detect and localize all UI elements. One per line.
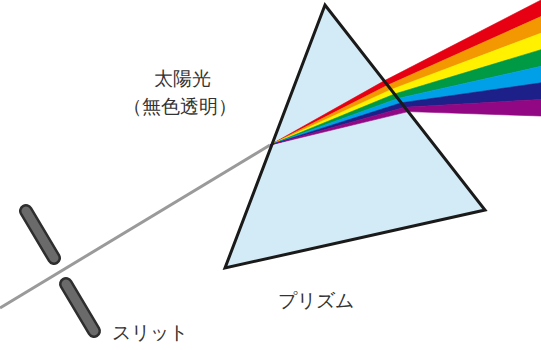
prism-outline bbox=[225, 5, 485, 268]
spectrum-band bbox=[405, 99, 541, 116]
light-note: （無色透明） bbox=[123, 95, 237, 118]
spectrum-band bbox=[270, 107, 408, 145]
slit-bar bbox=[26, 211, 54, 258]
spectrum bbox=[270, 0, 541, 145]
prism-label: プリズム bbox=[278, 289, 354, 312]
prism-body bbox=[225, 5, 485, 268]
slit-bar bbox=[66, 284, 94, 331]
spectrum-band bbox=[270, 103, 405, 145]
slit bbox=[26, 211, 94, 331]
slit-bar bbox=[66, 284, 94, 331]
spectrum-band bbox=[270, 98, 401, 145]
slit-label: スリット bbox=[112, 321, 188, 344]
slit-bar bbox=[26, 211, 54, 258]
light-beam bbox=[0, 145, 270, 308]
light-label: 太陽光 bbox=[154, 67, 211, 90]
